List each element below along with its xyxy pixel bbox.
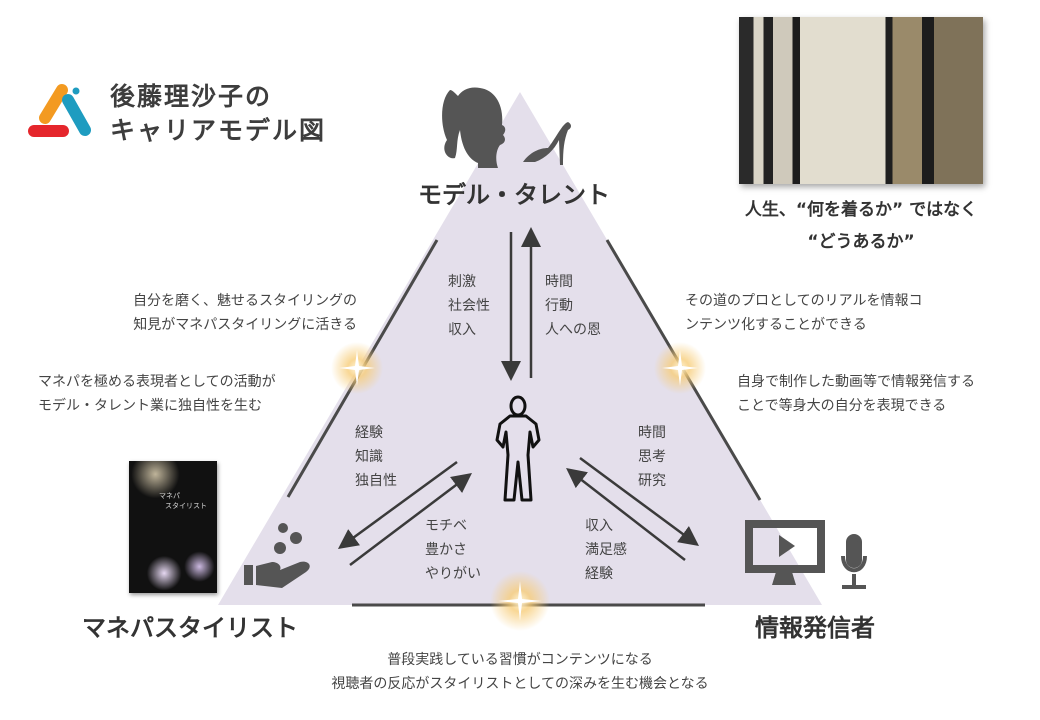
flow-item: 豊かさ xyxy=(425,542,467,558)
flow-item: 収入 xyxy=(585,518,613,534)
flow-item: 収入 xyxy=(448,322,476,338)
flow-item: 知識 xyxy=(355,449,383,465)
sparkle-icon xyxy=(331,342,383,394)
flow-item: 知見がマネパスタイリングに活きる xyxy=(133,317,357,333)
arrow-right-to-center xyxy=(566,467,686,561)
triangle xyxy=(218,92,822,605)
flow-item: ことで等身大の自分を表現できる xyxy=(737,398,947,414)
flow-item: マネパを極める表現者としての活動が xyxy=(38,374,276,390)
note-right-bottom: 自身で制作した動画等で情報発信することで等身大の自分を表現できる xyxy=(737,370,975,418)
flow-item: 自分を磨く、魅せるスタイリングの xyxy=(133,293,357,309)
video-monitor-icon xyxy=(745,520,825,585)
flow-item: やりがい xyxy=(425,566,481,582)
profile-photo xyxy=(739,17,983,184)
flow-item: モチベ xyxy=(425,518,467,534)
sparkle-icon xyxy=(654,342,706,394)
flow-item: 時間 xyxy=(638,425,666,441)
book-title: マネパ xyxy=(159,492,180,500)
person-icon xyxy=(495,395,541,502)
flow-item: 経験 xyxy=(355,425,383,441)
microphone-icon xyxy=(841,534,867,589)
sparkle-icon xyxy=(490,571,550,631)
book-title: スタイリスト xyxy=(165,502,207,510)
flow-item: その道のプロとしてのリアルを情報コ xyxy=(685,293,923,309)
caption-line: “どうあるか” xyxy=(807,232,915,252)
node-info-creator: 情報発信者 xyxy=(755,614,875,642)
flow-item: 人への恩 xyxy=(545,322,601,338)
page-title: 後藤理沙子の キャリアモデル図 xyxy=(110,80,326,148)
flow-item: 独自性 xyxy=(355,473,397,489)
flow-item: 思考 xyxy=(638,449,666,465)
flow-label-center-to-right: 時間思考研究 xyxy=(638,421,666,493)
flow-label-top-to-center: 刺激社会性収入 xyxy=(448,270,490,342)
flow-item: 時間 xyxy=(545,274,573,290)
flow-item: モデル・タレント業に独自性を生む xyxy=(38,398,262,414)
high-heel-icon xyxy=(523,122,571,165)
flow-label-center-to-top: 時間行動人への恩 xyxy=(545,270,601,342)
flow-item: 経験 xyxy=(585,566,613,582)
flow-item: 視聴者の反応がスタイリストとしての深みを生む機会となる xyxy=(331,676,709,692)
photo-caption: 人生、“何を着るか” ではなく “どうあるか” xyxy=(722,194,1000,258)
flow-item: 行動 xyxy=(545,298,573,314)
flow-label-left-to-center: 経験知識独自性 xyxy=(355,421,397,493)
book-cover: マネパ スタイリスト xyxy=(129,461,217,593)
node-model-talent: モデル・タレント xyxy=(418,181,610,209)
title-line: 後藤理沙子の xyxy=(110,82,273,111)
flow-item: 刺激 xyxy=(448,274,476,290)
note-right-top: その道のプロとしてのリアルを情報コンテンツ化することができる xyxy=(685,289,922,337)
note-left-bottom: マネパを極める表現者としての活動がモデル・タレント業に独自性を生む xyxy=(38,370,276,418)
woman-silhouette-icon xyxy=(442,87,506,168)
arrow-left-to-center xyxy=(349,472,472,566)
note-left-top: 自分を磨く、魅せるスタイリングの知見がマネパスタイリングに活きる xyxy=(133,289,357,337)
arrow-center-to-right xyxy=(579,456,700,546)
flow-item: 自身で制作した動画等で情報発信する xyxy=(737,374,975,390)
flow-item: 普段実践している習慣がコンテンツになる xyxy=(387,652,653,668)
flow-label-right-to-center: 収入満足感経験 xyxy=(585,514,627,586)
note-bottom: 普段実践している習慣がコンテンツになる視聴者の反応がスタイリストとしての深みを生… xyxy=(220,648,820,696)
logo-icon xyxy=(28,84,91,137)
flow-item: 研究 xyxy=(638,473,666,489)
flow-item: 満足感 xyxy=(585,542,627,558)
flow-label-center-to-left: モチベ豊かさやりがい xyxy=(425,514,481,586)
hand-coins-icon xyxy=(244,523,310,588)
caption-line: 人生、“何を着るか” ではなく xyxy=(744,200,978,220)
arrow-center-to-left xyxy=(337,460,458,549)
title-line: キャリアモデル図 xyxy=(110,116,327,145)
flow-item: 社会性 xyxy=(448,298,490,314)
flow-item: ンテンツ化することができる xyxy=(685,317,867,333)
node-manepa-stylist: マネパスタイリスト xyxy=(82,614,298,642)
